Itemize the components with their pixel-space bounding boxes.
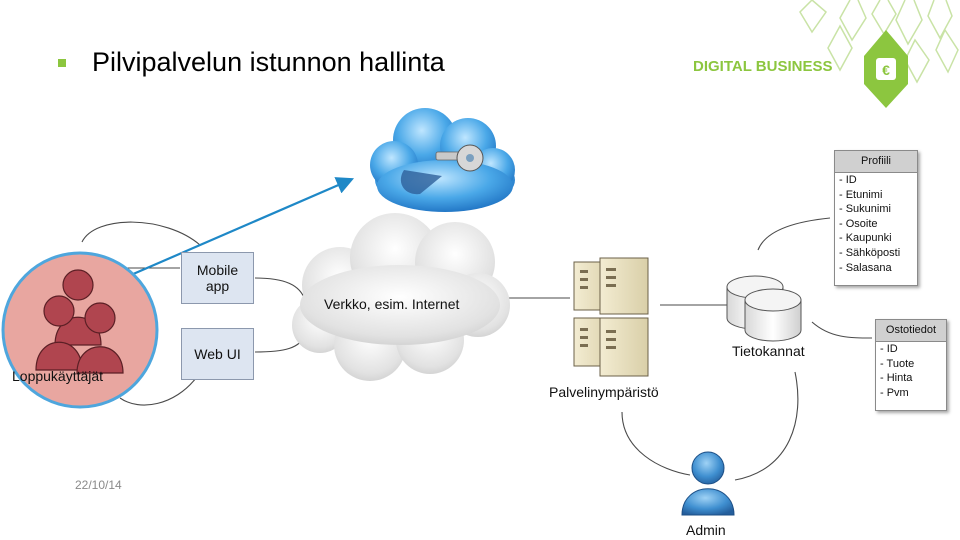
servers-icon [573, 257, 649, 377]
key-icon [400, 144, 484, 195]
orders-table: Ostotiedot - ID - Tuote - Hinta - Pvm [875, 319, 947, 411]
profile-table-header: Profiili [835, 151, 917, 173]
profile-field: - Etunimi [839, 188, 883, 201]
orders-table-header: Ostotiedot [876, 320, 946, 342]
title-bullet [58, 59, 66, 67]
users-group-icon[interactable] [1, 251, 159, 409]
users-label: Loppukäyttäjät [12, 368, 104, 384]
slide-date: 22/10/14 [75, 478, 122, 492]
decorative-hexagons [799, 0, 959, 84]
databases-icon [726, 275, 802, 342]
profile-field: - Osoite [839, 217, 878, 230]
orders-field: - Hinta [880, 372, 913, 385]
orders-field: - ID [880, 343, 898, 355]
orders-field: - Tuote [880, 357, 915, 370]
svg-text:€: € [882, 62, 890, 78]
web-ui-box[interactable]: Web UI [181, 328, 254, 380]
mobile-app-box[interactable]: Mobile app [181, 252, 254, 304]
profile-field: - Sähköposti [839, 246, 901, 259]
databases-label: Tietokannat [732, 343, 805, 359]
internet-cloud-icon [292, 213, 510, 381]
profile-table: Profiili - ID - Etunimi - Sukunimi - Oso… [834, 150, 918, 286]
access-arrow [123, 177, 355, 280]
network-label: Verkko, esim. Internet [324, 296, 460, 312]
servers-label: Palvelinympäristö [549, 384, 659, 400]
page-title: Pilvipalvelun istunnon hallinta [92, 47, 445, 77]
brand-logo-icon: € [864, 30, 908, 108]
profile-field: - Salasana [839, 261, 892, 274]
admin-label: Admin [686, 522, 726, 538]
profile-field: - Kaupunki [839, 232, 892, 245]
brand-name: DIGITAL BUSINESS [693, 58, 833, 75]
orders-field: - Pvm [880, 386, 909, 399]
profile-field: - ID [839, 174, 857, 186]
profile-field: - Sukunimi [839, 203, 891, 216]
admin-icon [681, 451, 735, 516]
